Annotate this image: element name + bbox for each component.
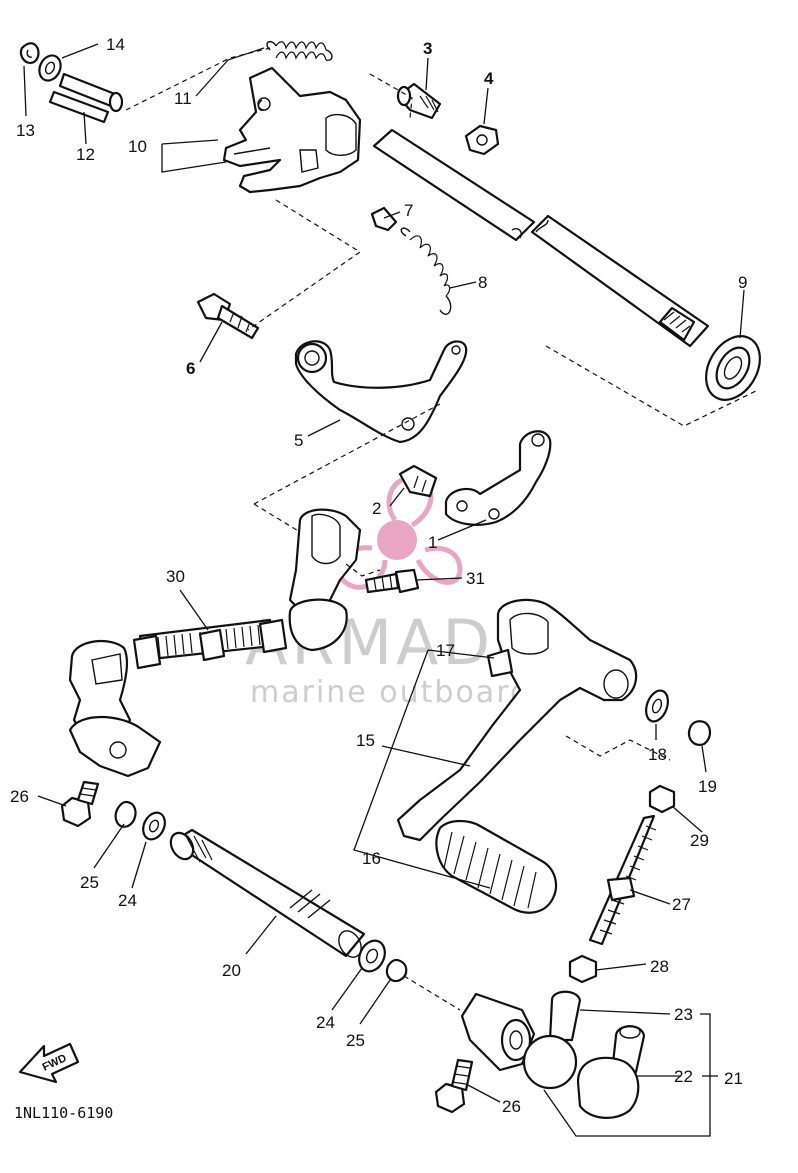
callout-25-right: 25 [346, 1031, 365, 1050]
callout-26-right: 26 [502, 1097, 521, 1116]
callout-20: 20 [222, 961, 241, 980]
part-12-pin [48, 72, 124, 124]
callout-9: 9 [738, 273, 747, 292]
callout-15: 15 [356, 731, 375, 750]
center-lines [125, 47, 759, 1011]
callout-19: 19 [698, 777, 717, 796]
part-8-spring [400, 227, 452, 315]
watermark-tagline: marine outboards [250, 675, 549, 710]
part-code: 1NL110-6190 [14, 1104, 113, 1122]
fwd-arrow-icon: FWD [18, 1042, 80, 1084]
part-13-clip [19, 42, 40, 64]
callout-2: 2 [372, 499, 381, 518]
part-11-spring [266, 40, 333, 61]
callouts: 14 13 12 11 10 3 4 7 8 9 6 5 2 1 31 30 1… [10, 35, 747, 1116]
part-24-washer-left [142, 811, 166, 841]
callout-25-left: 25 [80, 873, 99, 892]
part-link-arm [288, 508, 362, 652]
callout-23: 23 [674, 1005, 693, 1024]
part-7-bolt [370, 206, 398, 232]
part-23-ball-joint [522, 990, 582, 1090]
callout-12: 12 [76, 145, 95, 164]
part-18-washer [645, 689, 669, 723]
callout-24-left: 24 [118, 891, 137, 910]
callout-14: 14 [106, 35, 125, 54]
part-9-shift-shaft [372, 128, 710, 348]
callout-22: 22 [674, 1067, 693, 1086]
part-14-washer [38, 54, 62, 82]
callout-7: 7 [404, 201, 413, 220]
part-2-bolt [398, 464, 438, 498]
callout-17: 17 [436, 641, 455, 660]
callout-29: 29 [690, 831, 709, 850]
callout-4: 4 [484, 69, 494, 88]
callout-27: 27 [672, 895, 691, 914]
part-24-washer-right [358, 939, 386, 973]
part-27-tie-rod [588, 814, 657, 946]
part-rod-end-lower [460, 992, 536, 1072]
part-6-bolt [196, 292, 260, 340]
part-28-nut [568, 954, 598, 984]
callout-28: 28 [650, 957, 669, 976]
part-3-bolt [396, 82, 442, 120]
callout-26-left: 26 [10, 787, 29, 806]
callout-31: 31 [466, 569, 485, 588]
part-1-plate [444, 430, 552, 526]
part-rod-end-left [68, 640, 162, 778]
part-30-rod [132, 618, 288, 670]
part-25-clip-right [385, 958, 408, 983]
callout-6: 6 [186, 359, 195, 378]
callout-21: 21 [724, 1069, 743, 1088]
part-25-clip-left [114, 800, 137, 828]
part-26-bolt-right [434, 1058, 474, 1114]
part-26-bolt-left [60, 780, 100, 828]
part-4-lock-plate [464, 124, 500, 156]
part-22-ball-joint-cup [576, 1025, 646, 1119]
part-19-clip [687, 720, 712, 746]
callout-11: 11 [174, 89, 192, 108]
part-15-shift-pedal [396, 598, 638, 842]
callout-1: 1 [428, 533, 437, 552]
part-9-bearing [705, 335, 761, 401]
part-5-lever [294, 340, 468, 444]
part-20-shaft [169, 828, 366, 958]
callout-10: 10 [128, 137, 147, 156]
watermark: ARMADA marine outboards [245, 475, 549, 710]
callout-16: 16 [362, 849, 381, 868]
part-10-shift-arm [222, 66, 362, 194]
callout-13: 13 [16, 121, 35, 140]
part-16-pedal-rubber [435, 819, 558, 914]
callout-3: 3 [423, 39, 432, 58]
leader-lines [23, 43, 745, 1137]
callout-24-right: 24 [316, 1013, 335, 1032]
callout-30: 30 [166, 567, 185, 586]
part-29-nut [648, 784, 676, 814]
callout-5: 5 [294, 431, 303, 450]
callout-8: 8 [478, 273, 487, 292]
part-31-bolt [364, 568, 420, 594]
callout-18: 18 [648, 745, 667, 764]
